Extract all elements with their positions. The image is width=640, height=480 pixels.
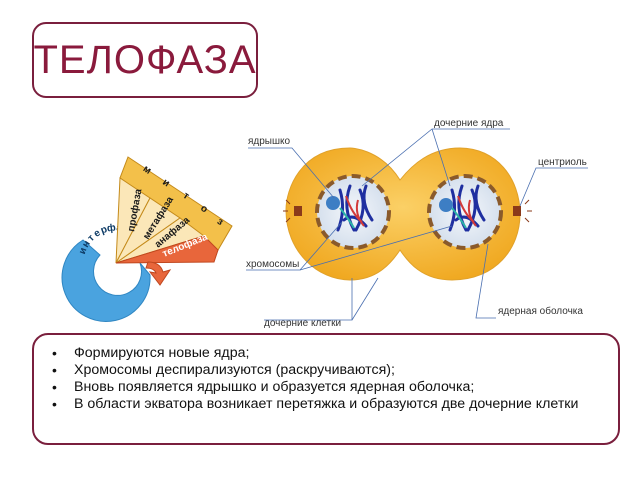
leader-lines [246,128,588,321]
interphase-letter: е [92,227,103,240]
label-daughter-cells: дочерние клетки [264,318,341,329]
interphase-ring [61,239,151,322]
mitosis-letter: и [160,177,171,190]
dividing-cells [283,147,532,281]
phase-segment-telophase [115,235,219,264]
interphase-letter: р [99,224,109,236]
interphase-letter: н [80,239,93,250]
mitosis-letter: з [215,216,225,228]
mitosis-letter: т [181,190,191,202]
interphase-letter: и [77,246,89,256]
centriole-left-icon [283,199,302,223]
summary-list: Формируются новые ядра; Хромосомы деспир… [52,345,598,413]
page-title: ТЕЛОФАЗА [33,37,257,82]
summary-box: Формируются новые ядра; Хромосомы деспир… [32,333,620,445]
cycle-arrow-icon [145,261,172,286]
title-box: ТЕЛОФАЗА [32,22,258,98]
label-centriole: центриоль [538,157,587,168]
nucleus-left [315,174,391,250]
nucleus-right [427,174,503,250]
nucleolus-left [326,196,340,210]
label-nucleolus: ядрышко [248,136,291,147]
label-chromosomes: хромосомы [246,259,299,270]
list-item: В области экватора возникает перетяжка и… [52,396,598,413]
list-item: Вновь появляется ядрышко и образуется яд… [52,379,598,396]
list-item: Формируются новые ядра; [52,345,598,362]
interphase-letter: т [86,233,97,244]
label-daughter-nuclei: дочерние ядра [434,118,504,129]
centriole-right-icon [513,199,532,223]
interphase-letter: ф [106,221,116,234]
nucleolus-right [439,198,453,212]
label-nuclear-envelope: ядерная оболочка [498,305,583,317]
phase-fan [115,156,233,264]
mitosis-letter: о [198,203,209,216]
list-item: Хромосомы деспирализуются (раскручиваютс… [52,362,598,379]
